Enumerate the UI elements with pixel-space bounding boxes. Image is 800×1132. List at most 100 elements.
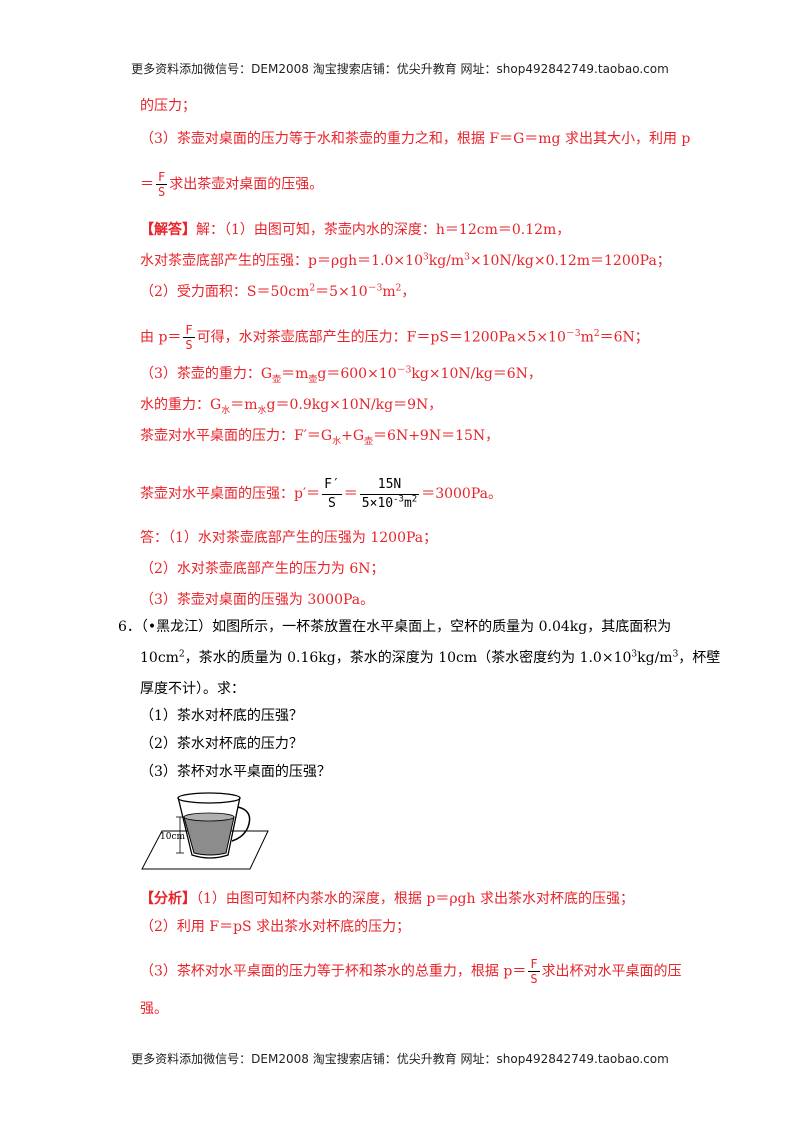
line-pot-weight: （3）茶壶的重力：G壶＝m壶g＝600×10－3kg×10N/kg＝6N， [140, 364, 542, 384]
text-part: m [580, 329, 594, 346]
text-part: 水的重力：G [140, 397, 222, 413]
fraction-numerator: F [156, 170, 168, 185]
superscript: 2 [411, 494, 418, 505]
text-part: ＝6N+9N＝15N， [373, 428, 500, 444]
page-header: 更多资料添加微信号：DEM2008 淘宝搜索店铺：优尖升教育 网址：shop49… [131, 62, 669, 76]
fraction-denominator: S [185, 338, 193, 352]
fraction-numerator: F′ [322, 476, 342, 495]
text-part: （3）茶杯对水平桌面的压力等于杯和茶水的总重力，根据 p＝ [140, 963, 527, 980]
text-part: ×10N/kg×0.12m＝1200Pa； [469, 253, 671, 269]
answer-line-3: （3）茶壶对桌面的压强为 3000Pa。 [140, 592, 375, 608]
question-6-third-line: 厚度不计）。求： [140, 681, 245, 697]
equals-sign: ＝ [140, 176, 154, 193]
line-area: （2）受力面积：S＝50cm2＝5×10－3m2， [140, 282, 415, 302]
text-part: +G [341, 428, 365, 444]
text-part: g＝600×10 [317, 366, 397, 382]
text-part: kg×10N/kg＝6N， [411, 366, 542, 382]
fraction-fprime-over-s: F′S [322, 476, 342, 513]
analysis-line-2: （2）利用 F＝pS 求出茶水对杯底的压力； [140, 919, 411, 935]
text-part: ＝m [230, 397, 258, 413]
superscript: 3 [464, 252, 470, 263]
fraction-denominator: S [328, 495, 336, 511]
depth-label: 10cm [160, 832, 185, 842]
superscript: －3 [396, 365, 412, 376]
text-part: 水对茶壶底部产生的压强：p＝ρgh＝1.0×10 [140, 253, 423, 269]
question-6-second-line: 10cm2，茶水的质量为 0.16kg，茶水的深度为 10cm（茶水密度约为 1… [140, 648, 720, 668]
question-6-sub-3: （3）茶杯对水平桌面的压强？ [140, 764, 331, 780]
fraction-denominator: 5×10-3m2 [360, 495, 419, 513]
question-number: 6． [118, 619, 141, 635]
text-part: kg/m [637, 650, 673, 666]
equals-sign: ＝ [343, 486, 358, 502]
tea-cup-illustration: 10cm [141, 792, 269, 870]
text-part: （2）受力面积：S＝50cm [140, 284, 310, 300]
text-part: kg/m [428, 253, 465, 269]
line-water-pressure: 水对茶壶底部产生的压强：p＝ρgh＝1.0×103kg/m3×10N/kg×0.… [140, 251, 671, 271]
subscript: 水 [221, 405, 231, 416]
text-part: m [382, 284, 396, 300]
text-part: 茶壶对水平桌面的压力：F′＝G [140, 428, 333, 444]
question-6-sub-2: （2）茶水对杯底的压力？ [140, 736, 303, 752]
superscript: 2 [395, 283, 402, 294]
line-text: （1）由图可知杯内茶水的深度，根据 p＝ρgh 求出茶水对杯底的压强； [196, 891, 634, 907]
text-part: 10cm [140, 650, 179, 666]
analysis-line-4: 强。 [140, 1001, 168, 1017]
superscript: 2 [178, 649, 185, 660]
answer-line-2: （2）水对茶壶底部产生的压力为 6N； [140, 561, 385, 577]
fraction-numerator: F [183, 323, 195, 338]
superscript: 3 [422, 252, 429, 263]
text-part: ，茶水的质量为 0.16kg，茶水的深度为 10cm（茶水密度约为 1.0×10 [184, 650, 632, 666]
text-part: 5×10 [361, 495, 394, 511]
fraction-numerator: F [528, 957, 540, 972]
text-part: m [403, 495, 412, 511]
line-solution-1: 【解答】解：（1）由图可知，茶壶内水的深度：h＝12cm＝0.12m， [140, 220, 570, 240]
superscript: 2 [593, 328, 600, 339]
text-part: ＝6N； [599, 329, 649, 346]
subscript: 壶 [308, 374, 318, 385]
text-part: ＝5×10 [315, 284, 368, 300]
line-text: 求出茶壶对桌面的压强。 [169, 176, 324, 193]
text-part: 可得，水对茶壶底部产生的压力：F＝pS＝1200Pa×5×10 [196, 329, 566, 346]
text-part: 求出杯对水平桌面的压 [541, 963, 682, 980]
superscript: 3 [631, 649, 638, 660]
line-total-force: 茶壶对水平桌面的压力：F′＝G水+G壶＝6N+9N＝15N， [140, 426, 499, 446]
question-6-sub-1: （1）茶水对杯底的压强？ [140, 708, 303, 724]
fraction-numerator: 15N [359, 476, 420, 495]
subscript: 水 [257, 405, 267, 416]
subscript: 水 [332, 436, 342, 447]
page-footer: 更多资料添加微信号：DEM2008 淘宝搜索店铺：优尖升教育 网址：shop49… [131, 1052, 669, 1066]
superscript: －3 [565, 328, 581, 339]
analysis-tag: 【分析】 [140, 891, 196, 907]
superscript: 2 [309, 283, 316, 294]
line-pressure-end: 的压力； [140, 98, 196, 114]
text-part: （3）茶壶的重力：G [140, 366, 273, 382]
text-part: g＝0.9kg×10N/kg＝9N， [266, 397, 443, 413]
text-part: ， [401, 284, 416, 300]
text-part: （•黑龙江）如图所示，一杯茶放置在水平桌面上，空杯的质量为 0.04kg，其底面… [140, 619, 672, 635]
line-analysis-3: （3）茶壶对桌面的压力等于水和茶壶的重力之和，根据 F＝G＝mg 求出其大小，利… [140, 131, 691, 147]
question-6-first-line: 6．（•黑龙江）如图所示，一杯茶放置在水平桌面上，空杯的质量为 0.04kg，其… [118, 617, 671, 637]
superscript: -3 [393, 494, 404, 505]
text-part: 茶壶对水平桌面的压强：p′＝ [140, 486, 321, 502]
text-part: 由 p＝ [140, 329, 182, 346]
line-water-weight: 水的重力：G水＝m水g＝0.9kg×10N/kg＝9N， [140, 395, 442, 415]
fraction-denominator: S [530, 972, 538, 986]
solution-tag: 【解答】 [140, 222, 196, 238]
text-part: ＝m [281, 366, 309, 382]
fraction-denominator: S [158, 185, 166, 199]
analysis-line-1: 【分析】（1）由图可知杯内茶水的深度，根据 p＝ρgh 求出茶水对杯底的压强； [140, 889, 634, 909]
text-part: ＝3000Pa。 [421, 486, 502, 502]
superscript: －3 [367, 283, 383, 294]
subscript: 壶 [272, 374, 282, 385]
answer-line-1: 答：（1）水对茶壶底部产生的压强为 1200Pa； [140, 530, 438, 546]
text-part: ，杯壁 [678, 650, 721, 666]
tea-cup-figure: 10cm [140, 791, 270, 873]
subscript: 壶 [364, 436, 374, 447]
